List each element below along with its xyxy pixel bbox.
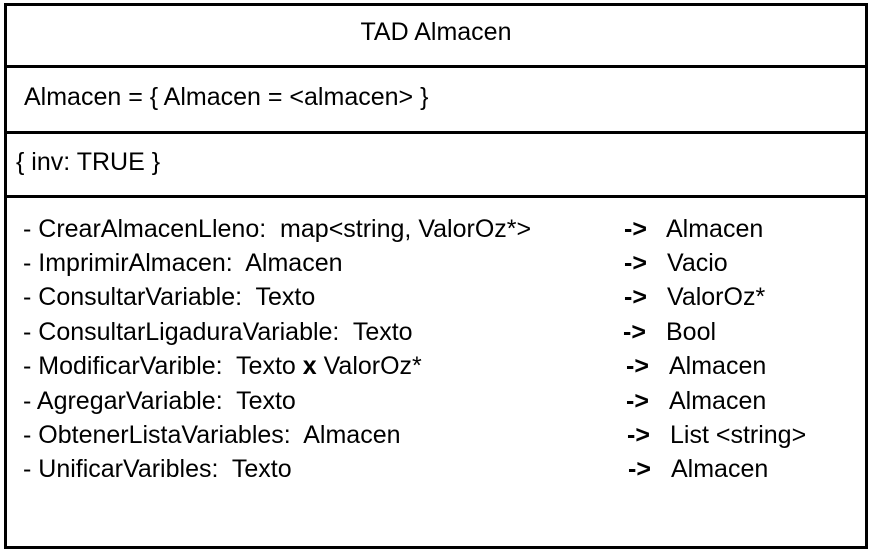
operation-return: Almacen: [669, 387, 767, 415]
operation-row: - ModificarVarible: Texto x ValorOz* -> …: [7, 351, 865, 385]
arrow: ->: [624, 283, 647, 311]
arrow: ->: [626, 387, 649, 415]
operation-row: - ConsultarVariable: Texto -> ValorOz*: [7, 282, 865, 316]
operation-signature: - UnificarVaribles: Texto: [23, 455, 292, 483]
arrow: ->: [626, 352, 649, 380]
operation-signature: - ObtenerListaVariables: Almacen: [23, 421, 401, 449]
operation-return: Almacen: [669, 352, 767, 380]
tad-box: TAD Almacen Almacen = { Almacen = <almac…: [4, 3, 868, 549]
arrow: ->: [623, 318, 646, 346]
operation-row: - CrearAlmacenLleno: map<string, ValorOz…: [7, 214, 865, 248]
tad-invariant: { inv: TRUE }: [16, 148, 161, 176]
operation-return: Bool: [666, 318, 717, 346]
arrow: ->: [628, 455, 651, 483]
operation-return: ValorOz*: [667, 283, 766, 311]
operation-row: - ObtenerListaVariables: Almacen -> List…: [7, 420, 865, 454]
operation-return: Almacen: [666, 215, 764, 243]
operation-row: - ImprimirAlmacen: Almacen -> Vacio: [7, 248, 865, 282]
title-section: TAD Almacen: [7, 6, 865, 68]
operation-signature: - ConsultarLigaduraVariable: Texto: [23, 318, 413, 346]
operation-return: Vacio: [667, 249, 728, 277]
definition-section: Almacen = { Almacen = <almacen> }: [7, 68, 865, 134]
operation-return: Almacen: [671, 455, 769, 483]
operation-row: - UnificarVaribles: Texto -> Almacen: [7, 454, 865, 488]
operation-row: - ConsultarLigaduraVariable: Texto -> Bo…: [7, 317, 865, 351]
operations-section: - CrearAlmacenLleno: map<string, ValorOz…: [7, 198, 865, 546]
operation-signature: - AgregarVariable: Texto: [23, 387, 296, 415]
operation-signature: - ModificarVarible: Texto x ValorOz*: [23, 351, 422, 381]
operation-signature-part: ValorOz*: [316, 352, 422, 380]
operation-signature: - ImprimirAlmacen: Almacen: [23, 249, 343, 277]
arrow: ->: [624, 215, 647, 243]
operation-signature-part: - ModificarVarible: Texto: [23, 352, 303, 380]
operation-signature: - ConsultarVariable: Texto: [23, 283, 316, 311]
operation-signature: - CrearAlmacenLleno: map<string, ValorOz…: [23, 215, 532, 243]
arrow: ->: [627, 421, 650, 449]
product-operator: x: [302, 352, 317, 380]
operation-row: - AgregarVariable: Texto -> Almacen: [7, 386, 865, 420]
tad-definition: Almacen = { Almacen = <almacen> }: [24, 83, 429, 111]
tad-title: TAD Almacen: [360, 18, 512, 46]
arrow: ->: [624, 249, 647, 277]
invariant-section: { inv: TRUE }: [7, 134, 865, 198]
operation-return: List <string>: [670, 421, 807, 449]
